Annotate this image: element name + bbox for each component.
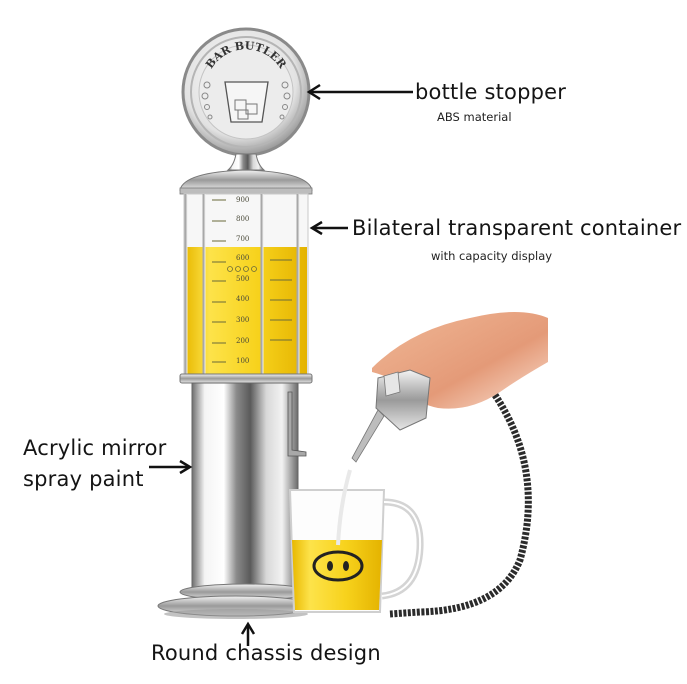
label-container-capacity: with capacity display <box>431 249 553 263</box>
capacity-scale: 900 800 700 600 500 400 300 200 100 <box>236 196 249 365</box>
svg-text:100: 100 <box>236 357 249 365</box>
svg-text:500: 500 <box>236 275 249 283</box>
label-container: Bilateral transparent container <box>352 216 682 240</box>
svg-text:400: 400 <box>236 295 249 303</box>
chrome-body <box>191 382 307 591</box>
hand-with-nozzle <box>351 312 548 463</box>
svg-text:200: 200 <box>236 337 249 345</box>
bottle-stopper: BAR BUTLER <box>181 27 311 171</box>
label-bottle-stopper-material: ABS material <box>437 110 512 124</box>
svg-text:600: 600 <box>236 254 249 262</box>
round-base <box>157 583 315 619</box>
label-base: Round chassis design <box>151 641 381 665</box>
svg-text:800: 800 <box>236 215 249 223</box>
hose <box>389 393 532 618</box>
svg-text:900: 900 <box>236 196 249 204</box>
label-body-line1: Acrylic mirror <box>23 436 167 460</box>
svg-text:300: 300 <box>236 316 249 324</box>
label-body-line2: spray paint <box>23 467 144 491</box>
label-bottle-stopper: bottle stopper <box>415 80 567 104</box>
beer-mug <box>288 469 424 613</box>
annotation-arrows <box>149 83 413 646</box>
transparent-container: 900 800 700 600 500 400 300 200 100 <box>183 193 309 377</box>
svg-text:700: 700 <box>236 235 249 243</box>
